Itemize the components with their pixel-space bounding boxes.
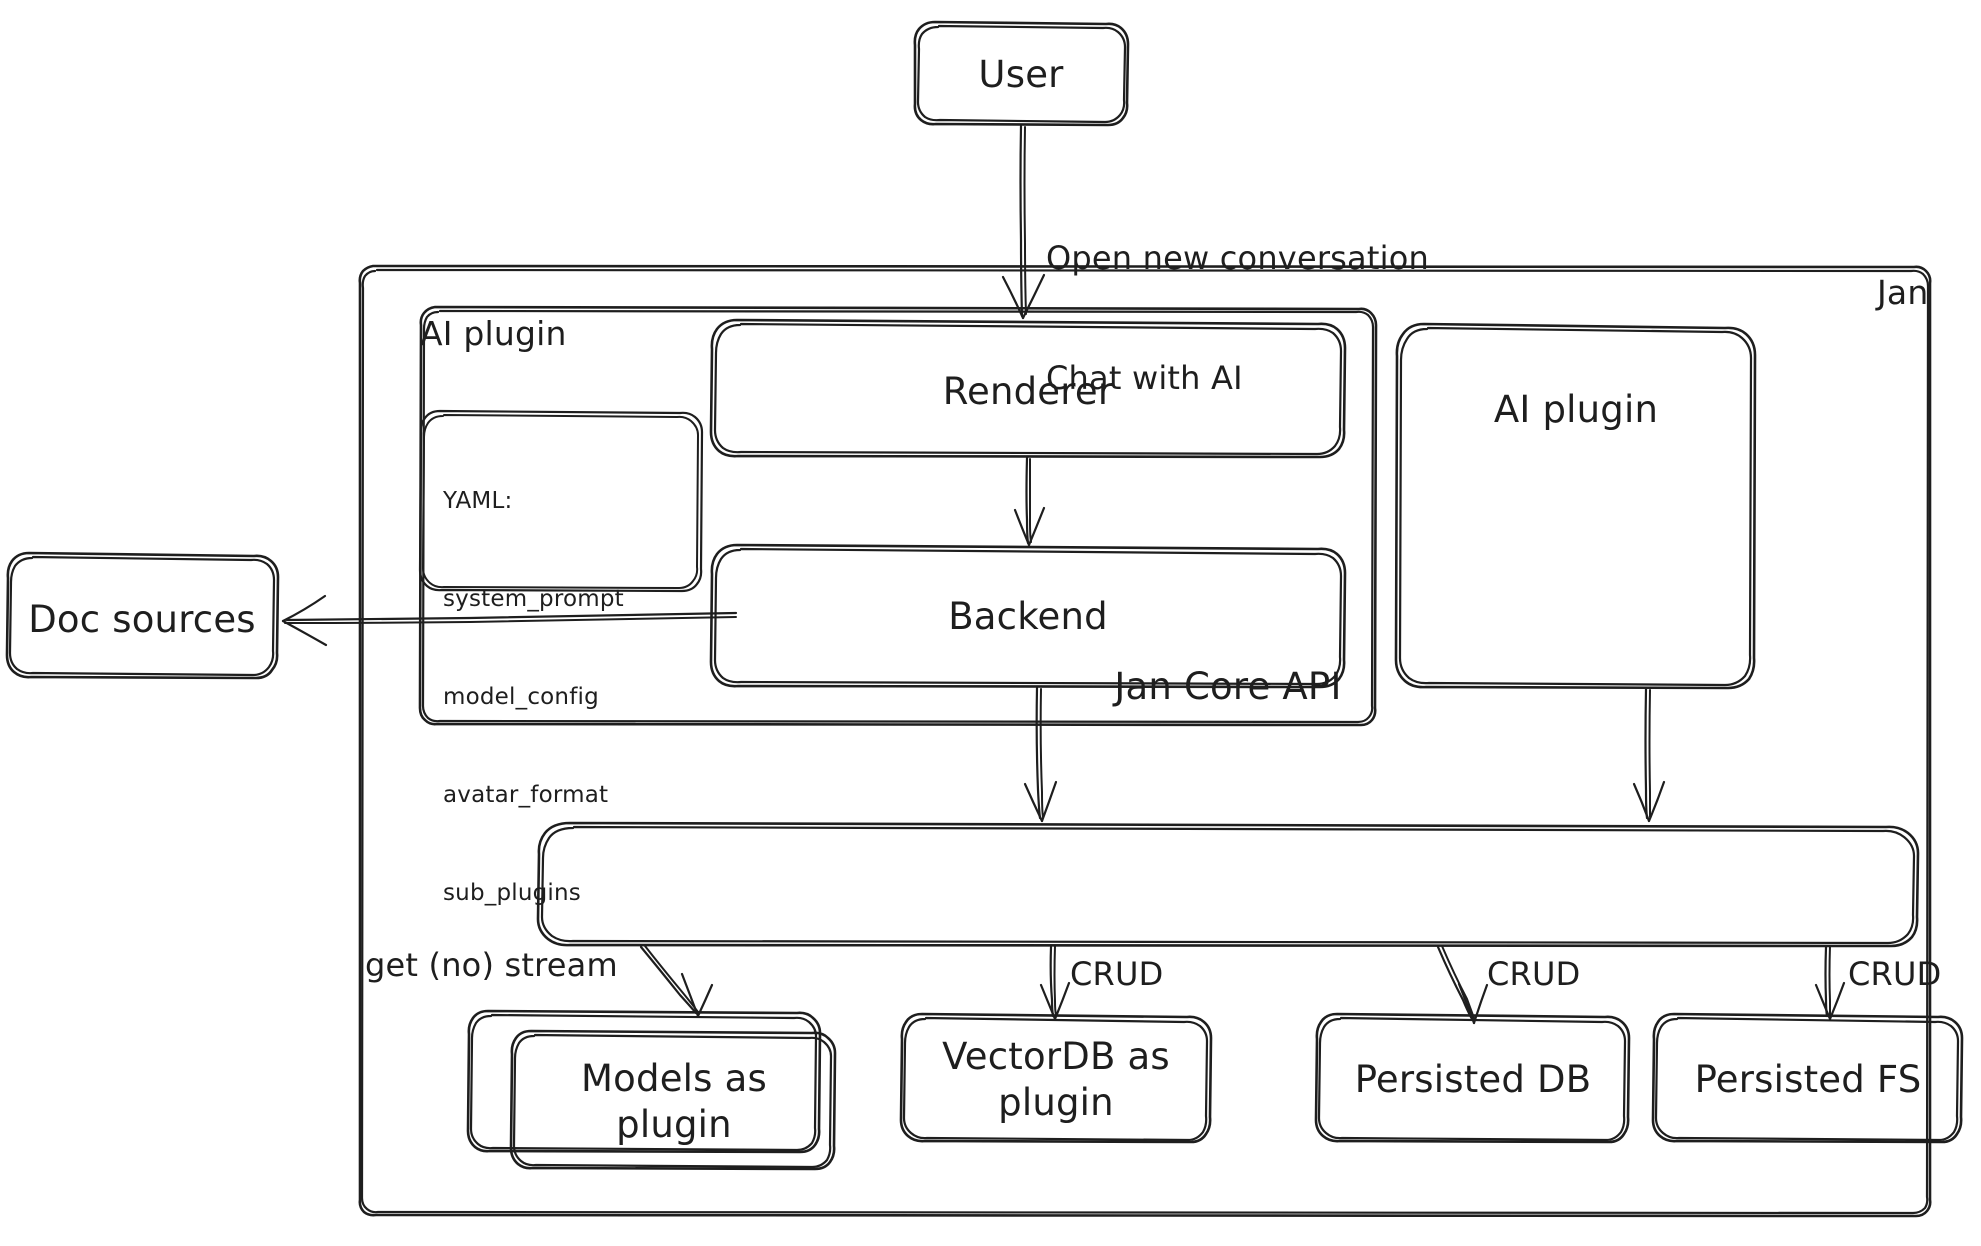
node-label-jan-core-api[interactable]: Jan Core API: [1114, 665, 1342, 708]
edge-label-user-renderer: Open new conversation Chat with AI: [1046, 158, 1429, 478]
edge-label-core-fs: CRUD: [1848, 955, 1942, 993]
node-label-vectordb-plugin-line-2: plugin: [998, 1080, 1114, 1124]
node-renderer[interactable]: [711, 320, 1346, 458]
edge-label-user-renderer-line-1: Open new conversation: [1046, 239, 1429, 277]
container-label-jan: Jan: [1877, 273, 1929, 312]
edge-label-user-renderer-line-2: Chat with AI: [1046, 359, 1243, 397]
yaml-note-key-3: sub_plugins: [443, 880, 581, 907]
node-label-backend[interactable]: Backend: [948, 595, 1108, 638]
node-label-ai-plugin[interactable]: AI plugin: [1493, 388, 1659, 431]
yaml-note-key-2: avatar_format: [443, 782, 609, 809]
node-doc-sources[interactable]: [7, 553, 279, 679]
container-label-ai-plugin-group: AI plugin: [420, 314, 567, 353]
yaml-note[interactable]: [420, 411, 703, 592]
yaml-note-key-0: system_prompt: [443, 586, 624, 613]
edge-label-core-vectordb: CRUD: [1070, 955, 1164, 993]
edge-label-core-db: CRUD: [1487, 955, 1581, 993]
edge-core-db: [1436, 945, 1489, 1025]
node-vectordb-plugin[interactable]: [901, 1014, 1212, 1143]
edge-core-vectordb: [1039, 945, 1071, 1021]
edge-core-models: [639, 945, 714, 1018]
yaml-note-key-1: model_config: [443, 684, 599, 711]
node-label-models-plugin-line-1: Models as: [581, 1056, 767, 1100]
node-user[interactable]: [915, 22, 1129, 126]
node-label-models-plugin-line-2: plugin: [616, 1102, 732, 1146]
node-persisted-db[interactable]: [1316, 1014, 1630, 1143]
node-label-doc-sources[interactable]: Doc sources: [28, 598, 256, 641]
yaml-note-header: YAML:: [443, 488, 513, 515]
node-label-vectordb-plugin-line-1: VectorDB as: [942, 1034, 1170, 1078]
edge-renderer-backend: [1013, 456, 1046, 547]
edge-aiplugin-core: [1632, 687, 1666, 823]
edge-backend-core: [1023, 686, 1058, 823]
yaml-note-text: YAML: system_prompt model_config avatar_…: [443, 420, 624, 975]
node-backend[interactable]: [711, 545, 1346, 688]
node-ai-plugin[interactable]: [1396, 324, 1756, 689]
edge-user-renderer: [1001, 124, 1046, 320]
node-label-persisted-fs[interactable]: Persisted FS: [1694, 1058, 1922, 1101]
node-label-renderer[interactable]: Renderer: [942, 370, 1114, 413]
edge-label-core-models: get (no) stream: [365, 946, 618, 984]
node-label-persisted-db[interactable]: Persisted DB: [1354, 1058, 1592, 1101]
node-label-user[interactable]: User: [978, 53, 1064, 96]
node-jan-core-api[interactable]: [538, 823, 1919, 947]
edge-core-fs: [1814, 945, 1846, 1021]
node-persisted-fs[interactable]: [1653, 1014, 1963, 1143]
node-models-plugin[interactable]: [511, 1031, 836, 1170]
